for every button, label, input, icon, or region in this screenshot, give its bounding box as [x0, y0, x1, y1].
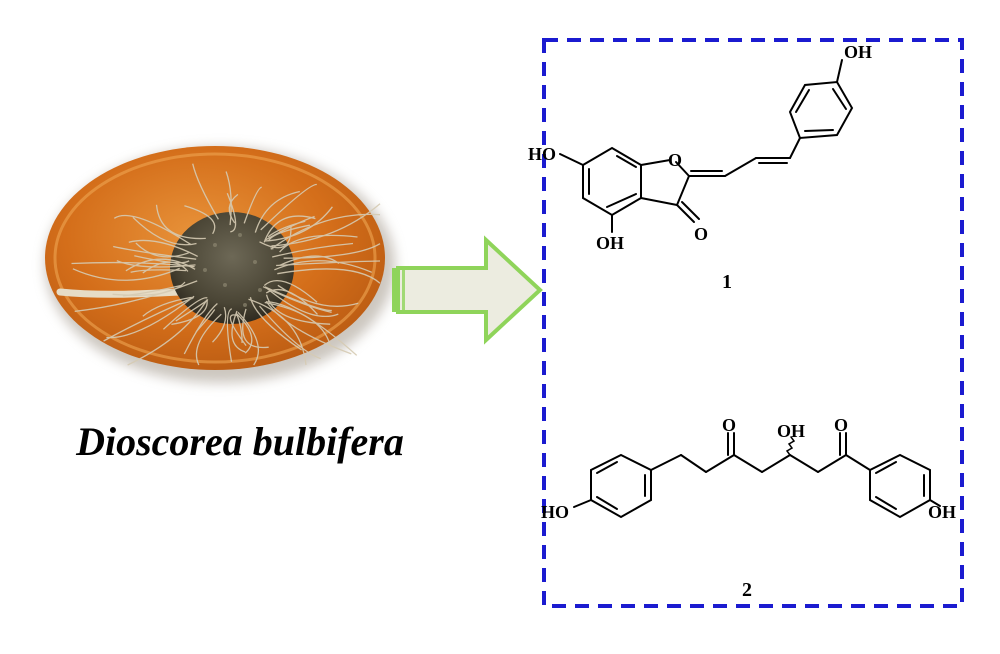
compound-1-structure	[559, 59, 854, 233]
tuber	[170, 212, 294, 324]
compound-1-ring-oxygen: O	[668, 150, 682, 170]
compound-2-ho-left: HO	[541, 502, 569, 522]
root-strand	[265, 300, 352, 355]
tuber-on-plate-photo	[45, 146, 395, 383]
root-strand	[106, 295, 195, 339]
compound-2-keto-o-right: O	[834, 415, 848, 435]
root-strand	[225, 171, 232, 226]
root-strand	[263, 215, 316, 243]
root-strand	[130, 269, 187, 273]
root-strand	[265, 294, 331, 325]
root-strand	[243, 186, 262, 224]
root-strand	[113, 245, 197, 260]
compound-1-carbonyl-o: O	[694, 224, 708, 244]
root-strand	[142, 261, 189, 274]
compound-1-number: 1	[722, 271, 732, 293]
tuber-roots	[71, 163, 381, 366]
compound-2-oh-right: OH	[928, 502, 956, 522]
root-strand	[259, 226, 292, 249]
root-strand	[184, 205, 216, 235]
root-strand	[127, 299, 208, 366]
root-strand	[183, 303, 218, 355]
root-strand	[279, 255, 340, 266]
root-strand	[263, 279, 318, 303]
root-strand	[162, 297, 208, 330]
root-strand	[272, 242, 354, 258]
root-strand	[155, 204, 206, 240]
root-strand	[264, 301, 331, 346]
compound-2-keto-o-left: O	[722, 415, 736, 435]
compounds-box	[542, 38, 964, 608]
compound-1-labels: OH HO O OH O 1	[528, 42, 872, 293]
tuber-spots	[203, 233, 274, 307]
root-strand	[195, 313, 222, 366]
root-strand	[212, 306, 227, 343]
root-strand	[259, 305, 321, 360]
root-strand	[283, 243, 381, 259]
root-strand	[271, 203, 381, 247]
root-strand	[142, 296, 192, 317]
root-strand	[171, 299, 208, 326]
root-strand	[260, 183, 317, 231]
root-strand	[237, 311, 260, 366]
root-strand	[135, 242, 189, 258]
root-strand	[254, 190, 300, 233]
root-strand	[192, 163, 219, 220]
compound-1-ho-left: HO	[528, 144, 556, 164]
compound-1-oh-bottom: OH	[596, 233, 624, 253]
root-strand	[264, 206, 333, 242]
root-strand	[248, 298, 307, 366]
compound-2-oh-center: OH	[777, 421, 805, 441]
root-strand	[228, 193, 239, 224]
root-strand	[231, 310, 246, 353]
compound-2-structure	[573, 432, 941, 519]
compound-1-oh-top: OH	[844, 42, 872, 62]
root-strand	[226, 308, 233, 362]
root-strand	[249, 297, 302, 351]
root-strand	[116, 260, 196, 268]
root-strand	[274, 260, 373, 273]
root-strand	[276, 260, 381, 267]
root-strand	[113, 214, 192, 246]
root-strand	[72, 267, 180, 281]
root-strand	[242, 308, 269, 349]
root-strand	[277, 268, 381, 284]
compound-2-number: 2	[742, 579, 752, 601]
root-strand	[195, 309, 216, 333]
right-arrow-icon	[392, 235, 543, 345]
root-strand	[264, 286, 332, 312]
root-strand	[128, 239, 198, 257]
root-strand	[74, 280, 198, 313]
root-strand	[236, 313, 253, 354]
species-name-caption: Dioscorea bulbifera	[76, 419, 404, 464]
root-strand	[229, 314, 247, 346]
root-strand	[103, 296, 194, 342]
plate-rim	[53, 152, 377, 364]
root-strand	[267, 224, 311, 242]
root-strand	[267, 220, 306, 238]
root-strand	[226, 192, 237, 233]
root-strand	[266, 288, 339, 318]
root-strand	[279, 234, 358, 253]
root-strand	[270, 213, 381, 250]
compound-2-labels: HO O OH O OH 2	[541, 415, 956, 601]
